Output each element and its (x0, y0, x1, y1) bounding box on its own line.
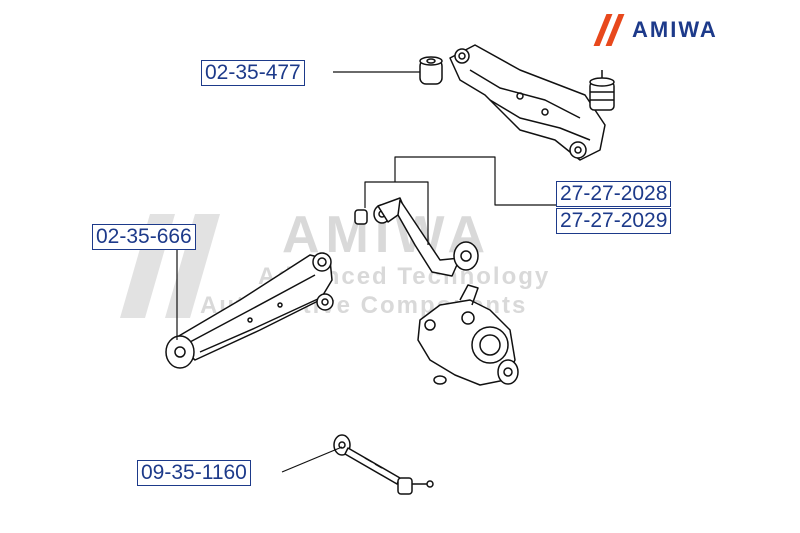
lower-control-arm (165, 252, 334, 369)
upper-control-arm (354, 197, 479, 277)
lateral-rod (333, 434, 434, 495)
knuckle (417, 284, 519, 386)
logo-slash-icon (590, 12, 626, 48)
logo-text: AMIWA (632, 17, 718, 42)
brand-logo: AMIWA (590, 10, 718, 50)
part-label-27-27-2028[interactable]: 27-27-2028 (556, 181, 672, 207)
trailing-arm (449, 44, 606, 161)
bushing-02-35-477 (419, 56, 443, 85)
bump-stop (589, 70, 615, 111)
part-label-09-35-1160[interactable]: 09-35-1160 (137, 460, 251, 486)
part-label-02-35-477[interactable]: 02-35-477 (201, 60, 305, 86)
leader-lines (176, 71, 556, 473)
part-label-02-35-666[interactable]: 02-35-666 (92, 224, 196, 250)
part-label-27-27-2029[interactable]: 27-27-2029 (556, 208, 672, 234)
